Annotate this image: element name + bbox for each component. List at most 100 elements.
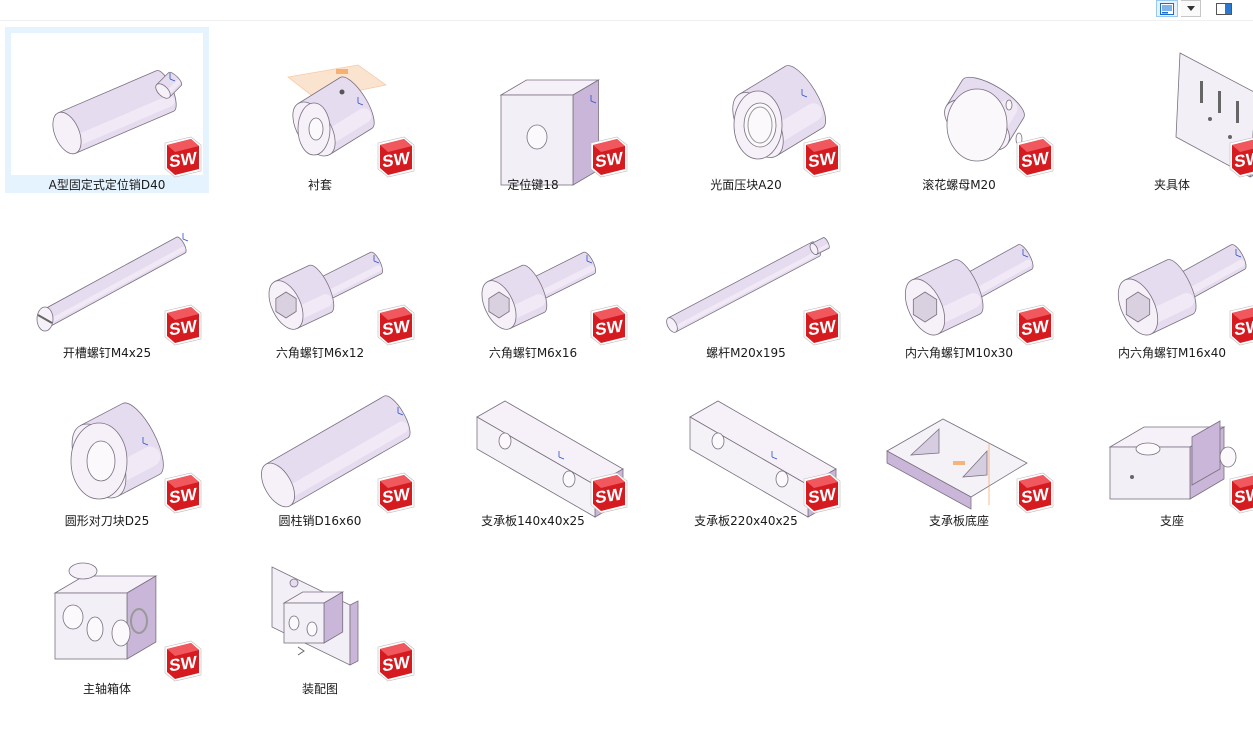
file-tile[interactable]: SW 装配图: [218, 531, 422, 697]
assembly-icon: SW: [271, 566, 415, 682]
svg-text:SW: SW: [382, 316, 410, 339]
file-tile[interactable]: SW 定位键18: [431, 27, 635, 193]
file-tile[interactable]: SW 衬套: [218, 27, 422, 193]
hex-screw-part-icon: SW: [481, 251, 628, 346]
solidworks-badge-icon: SW: [590, 136, 628, 178]
file-thumbnail[interactable]: SW: [441, 197, 628, 346]
file-tile[interactable]: SW 光面压块A20: [644, 27, 848, 193]
file-name-label: 圆柱销D16x60: [278, 514, 362, 528]
file-tile[interactable]: SW 支座: [1070, 363, 1253, 529]
file-thumbnail[interactable]: SW: [867, 29, 1054, 178]
file-thumbnail[interactable]: SW: [441, 365, 628, 518]
file-tile[interactable]: SW 支承板底座: [857, 363, 1061, 529]
solidworks-badge-icon: SW: [590, 304, 628, 346]
svg-text:SW: SW: [595, 484, 623, 507]
file-name-label: 支承板底座: [928, 514, 989, 528]
file-tile[interactable]: SW 螺杆M20x195: [644, 195, 848, 361]
solidworks-badge-icon: SW: [377, 472, 415, 514]
file-tile[interactable]: SW 滚花螺母M20: [857, 27, 1061, 193]
file-tile[interactable]: SW 开槽螺钉M4x25: [5, 195, 209, 361]
svg-text:SW: SW: [1234, 316, 1253, 339]
solidworks-badge-icon: SW: [164, 304, 202, 346]
file-name-label: 开槽螺钉M4x25: [62, 346, 152, 360]
support-plate-part-icon: SW: [476, 400, 628, 518]
file-name-label: 支承板220x40x25: [694, 514, 798, 528]
file-tile[interactable]: SW 内六角螺钉M16x40: [1070, 195, 1253, 361]
solidworks-badge-icon: SW: [377, 304, 415, 346]
svg-text:SW: SW: [1021, 148, 1049, 171]
svg-text:SW: SW: [808, 316, 836, 339]
thumbnail-view-icon: [1160, 2, 1174, 15]
view-options-dropdown[interactable]: [1181, 0, 1201, 17]
file-thumbnail[interactable]: SW: [15, 197, 202, 346]
svg-text:SW: SW: [808, 148, 836, 171]
slotted-screw-part-icon: SW: [36, 233, 202, 346]
file-name-label: 支承板140x40x25: [481, 514, 585, 528]
file-thumbnail[interactable]: SW: [1080, 29, 1253, 178]
file-thumbnail[interactable]: SW: [654, 29, 841, 178]
file-thumbnail[interactable]: SW: [1080, 197, 1253, 346]
file-thumbnail[interactable]: SW: [228, 533, 415, 682]
file-name-label: 夹具体: [1153, 178, 1190, 192]
solidworks-badge-icon: SW: [803, 472, 841, 514]
file-tile[interactable]: SW 圆柱销D16x60: [218, 363, 422, 529]
file-thumbnail[interactable]: SW: [1080, 365, 1253, 514]
file-tile[interactable]: SW 内六角螺钉M10x30: [857, 195, 1061, 361]
svg-text:SW: SW: [1021, 484, 1049, 507]
svg-text:SW: SW: [169, 148, 197, 171]
file-thumbnail[interactable]: SW: [654, 197, 841, 346]
file-thumbnail[interactable]: SW: [654, 365, 841, 518]
solidworks-badge-icon: SW: [164, 136, 202, 178]
file-tile[interactable]: SW 支承板220x40x25: [644, 363, 848, 529]
rod-part-icon: SW: [666, 237, 841, 346]
file-thumbnail[interactable]: SW: [15, 533, 202, 682]
file-name-label: 六角螺钉M6x12: [275, 346, 365, 360]
file-name-label: 光面压块A20: [710, 178, 782, 192]
file-thumbnail[interactable]: SW: [867, 365, 1054, 514]
file-thumbnail[interactable]: SW: [867, 197, 1054, 346]
ring-part-icon: SW: [732, 65, 841, 178]
solidworks-badge-icon: SW: [164, 640, 202, 682]
support-plate-part-icon: SW: [689, 400, 841, 518]
file-tile[interactable]: SW 夹具体: [1070, 27, 1253, 193]
file-name-label: 滚花螺母M20: [922, 178, 996, 192]
svg-text:SW: SW: [1021, 316, 1049, 339]
preview-pane-button[interactable]: [1213, 0, 1235, 17]
file-thumbnail[interactable]: SW: [228, 197, 415, 346]
file-name-label: 装配图: [301, 682, 338, 696]
file-tile[interactable]: SW 支承板140x40x25: [431, 363, 635, 529]
knurled-nut-part-icon: SW: [944, 76, 1054, 178]
file-grid: SW A型固定式定位销D40 SW 衬套 SW 定位键18 SW 光面压块A20…: [0, 21, 1253, 736]
solidworks-badge-icon: SW: [1229, 137, 1253, 178]
file-thumbnail[interactable]: SW: [441, 29, 628, 186]
thumbnail-view-button[interactable]: [1156, 0, 1178, 17]
solidworks-badge-icon: SW: [164, 472, 202, 514]
file-thumbnail[interactable]: SW: [15, 365, 202, 514]
pin-part-icon: SW: [52, 70, 202, 178]
socket-screw-part-icon: SW: [904, 244, 1054, 346]
solidworks-badge-icon: SW: [590, 472, 628, 514]
solidworks-badge-icon: SW: [1016, 304, 1054, 346]
svg-text:SW: SW: [808, 484, 836, 507]
file-tile[interactable]: SW 主轴箱体: [5, 531, 209, 697]
bracket-part-icon: SW: [1108, 420, 1253, 514]
file-name-label: 螺杆M20x195: [706, 346, 786, 360]
solidworks-badge-icon: SW: [803, 136, 841, 178]
file-thumbnail[interactable]: SW: [15, 29, 202, 178]
file-tile[interactable]: SW 六角螺钉M6x12: [218, 195, 422, 361]
file-name-label: A型固定式定位销D40: [48, 178, 166, 192]
file-tile[interactable]: SW 六角螺钉M6x16: [431, 195, 635, 361]
svg-text:SW: SW: [169, 484, 197, 507]
bushing-part-icon: SW: [287, 64, 415, 178]
solidworks-badge-icon: SW: [803, 304, 841, 346]
svg-text:SW: SW: [1234, 484, 1253, 507]
file-thumbnail[interactable]: SW: [228, 29, 415, 178]
plate-base-part-icon: SW: [886, 418, 1054, 514]
file-name-label: 衬套: [307, 178, 332, 192]
file-name-label: 六角螺钉M6x16: [488, 346, 578, 360]
file-tile[interactable]: SW 圆形对刀块D25: [5, 363, 209, 529]
file-tile[interactable]: SW A型固定式定位销D40: [5, 27, 209, 193]
round-block-part-icon: SW: [70, 402, 202, 514]
svg-text:SW: SW: [595, 148, 623, 171]
file-thumbnail[interactable]: SW: [228, 365, 415, 514]
